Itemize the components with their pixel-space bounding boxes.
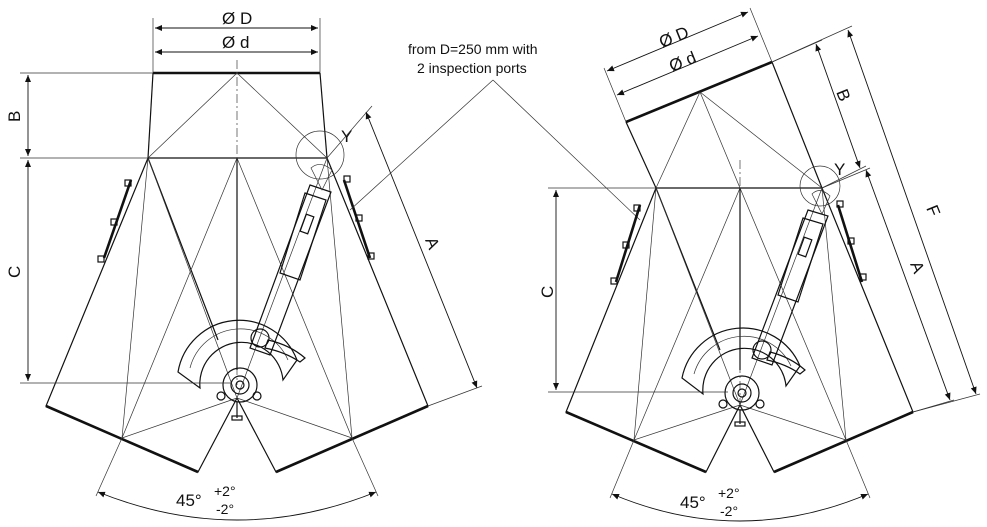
left-outer-diameter-label: Ø D <box>222 9 252 28</box>
left-inner-diameter-label: Ø d <box>222 33 249 52</box>
right-inner-diameter-label: Ø d <box>666 48 699 76</box>
right-view: Y Ø D Ø d B F A <box>538 7 981 522</box>
callout-line-2: 2 inspection ports <box>417 60 527 76</box>
right-angle-label: 45° <box>680 493 706 512</box>
inspection-callout: from D=250 mm with 2 inspection ports <box>349 41 641 221</box>
right-inspection-port-left <box>610 204 642 285</box>
left-tolerance-minus: -2° <box>216 501 234 517</box>
right-flap-actuator <box>681 190 831 427</box>
left-view: Y Ø D Ø d B C A <box>5 9 483 521</box>
left-diameter-dimensions <box>152 18 321 73</box>
left-detail-y-label: Y <box>341 127 352 146</box>
left-angle-dimension <box>95 437 379 521</box>
right-angle-dimension <box>609 439 871 522</box>
right-detail-y-label: Y <box>834 160 845 179</box>
right-dim-b-label: B <box>832 86 854 104</box>
right-diameter-dimensions <box>603 7 773 123</box>
left-inspection-port-right <box>342 175 375 260</box>
right-inspection-port-right <box>836 200 867 283</box>
left-inspection-port-left <box>97 179 133 263</box>
right-outer-diameter-label: Ø D <box>656 23 691 52</box>
left-flap-actuator <box>177 164 333 421</box>
right-body <box>565 187 914 474</box>
right-dim-c-label: C <box>538 286 557 298</box>
left-tolerance-plus: +2° <box>214 483 236 499</box>
left-body <box>45 157 429 474</box>
right-dim-c <box>548 187 728 393</box>
right-dim-f-label: F <box>922 202 944 219</box>
left-angle-label: 45° <box>176 491 202 510</box>
callout-line-1: from D=250 mm with <box>408 41 538 57</box>
left-dim-b-label: B <box>5 111 24 122</box>
left-inlet-pipe <box>147 60 328 385</box>
right-tolerance-minus: -2° <box>720 503 738 519</box>
right-dim-a-label: A <box>906 258 928 276</box>
left-dim-a <box>326 105 483 407</box>
left-height-dimensions <box>20 72 232 384</box>
left-detail-y-circle <box>295 130 345 180</box>
left-dim-a-label: A <box>421 234 443 252</box>
left-dim-c-label: C <box>5 266 24 278</box>
right-length-dimensions <box>771 25 981 413</box>
right-tolerance-plus: +2° <box>718 485 740 501</box>
